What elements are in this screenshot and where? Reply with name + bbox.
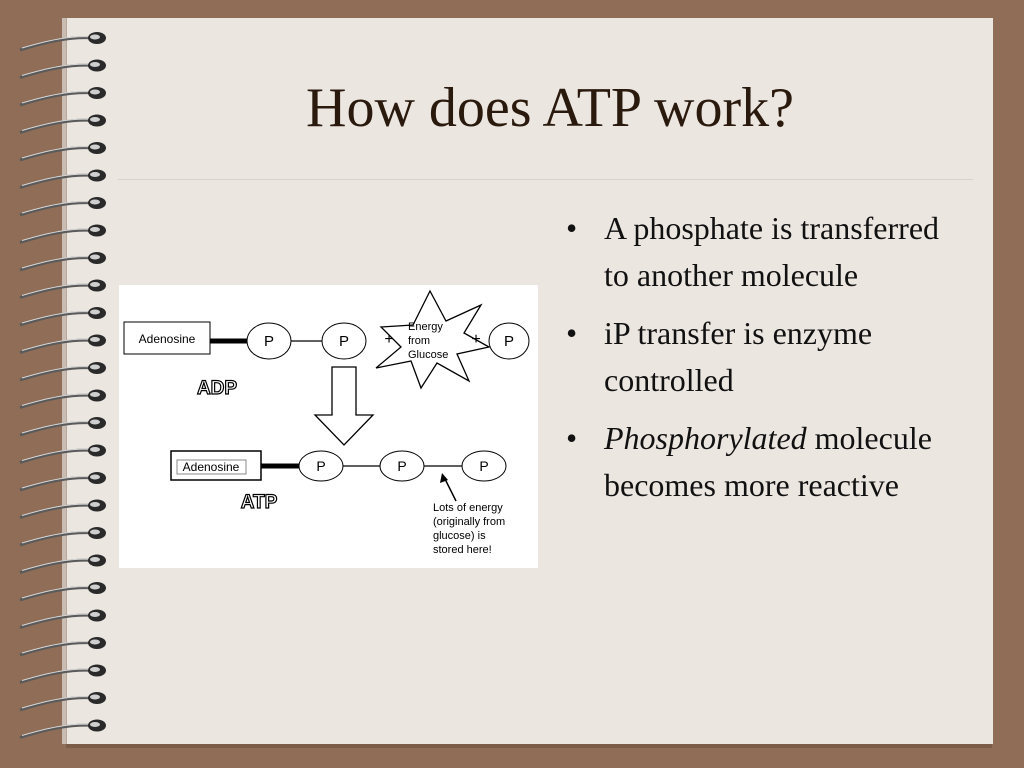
- energy-note-2: (originally from: [433, 516, 505, 528]
- adp-phosphate-2: [321, 322, 367, 360]
- page-edge: [62, 18, 67, 744]
- energy-note-3: glucose) is: [433, 530, 486, 542]
- spiral-ring: [19, 114, 106, 134]
- spiral-ring: [19, 197, 106, 217]
- atp-label: ATP: [241, 492, 278, 513]
- atp-phosphate-3: [461, 450, 507, 482]
- energy-text-2: from: [408, 335, 430, 347]
- adp-adenosine-box: [123, 321, 211, 355]
- atp-phosphate-2-label: P: [397, 458, 406, 474]
- bullet-dot: •: [566, 210, 578, 246]
- slide-title: How does ATP work?: [306, 77, 794, 139]
- reaction-arrow: [313, 366, 375, 446]
- energy-starburst: [375, 289, 491, 390]
- spiral-ring: [19, 362, 106, 382]
- bullet-text-3: molecule becomes more reactive: [604, 420, 932, 503]
- spiral-ring: [19, 582, 106, 602]
- atp-phosphate-3-label: P: [479, 458, 488, 474]
- spiral-ring: [19, 334, 106, 354]
- bullet-dot: •: [566, 420, 578, 456]
- spiral-ring: [19, 169, 106, 189]
- spiral-ring: [19, 32, 106, 52]
- spiral-ring: [19, 554, 106, 574]
- bullet-list: • A phosphate is transferred to another …: [560, 205, 960, 520]
- spiral-ring: [19, 142, 106, 162]
- bullet-emphasis-3: Phosphorylated: [604, 420, 807, 456]
- bullet-item-1: • A phosphate is transferred to another …: [560, 205, 960, 299]
- spiral-ring: [19, 444, 106, 464]
- atp-phosphate-1: [298, 450, 344, 482]
- bullet-text-1: A phosphate is transferred to another mo…: [604, 210, 940, 293]
- spiral-ring: [19, 499, 106, 519]
- title-divider: [118, 179, 973, 180]
- adp-adenosine-label: Adenosine: [139, 332, 196, 346]
- energy-text-3: Glucose: [408, 349, 448, 361]
- spiral-binding: [19, 32, 106, 739]
- spiral-ring: [19, 389, 106, 409]
- free-phosphate-label: P: [504, 333, 514, 350]
- spiral-ring: [19, 472, 106, 492]
- spiral-ring: [19, 609, 106, 629]
- plus-sign-1: +: [384, 331, 393, 348]
- spiral-ring: [19, 692, 106, 712]
- energy-note-4: stored here!: [433, 544, 492, 556]
- atp-diagram-svg: Adenosine P P + Energy from Glucose + P …: [123, 289, 530, 556]
- spiral-ring: [19, 252, 106, 272]
- atp-phosphate-1-label: P: [316, 458, 325, 474]
- adp-phosphate-1-label: P: [264, 333, 274, 350]
- spiral-ring: [19, 224, 106, 244]
- free-phosphate: [488, 322, 530, 360]
- spiral-ring: [19, 637, 106, 657]
- note-pointer-line: [443, 476, 457, 502]
- bullet-item-3: • Phosphorylated molecule becomes more r…: [560, 415, 960, 509]
- plus-sign-2: +: [471, 331, 480, 348]
- energy-text-1: Energy: [408, 321, 443, 333]
- spiral-ring: [19, 719, 106, 739]
- spiral-ring: [19, 59, 106, 79]
- atp-adenosine-label: Adenosine: [183, 460, 240, 474]
- spiral-ring: [19, 279, 106, 299]
- bullet-item-2: • iP transfer is enzyme controlled: [560, 310, 960, 404]
- adp-label: ADP: [197, 378, 237, 399]
- atp-adenosine-inner-box: [176, 459, 247, 475]
- spiral-ring: [19, 664, 106, 684]
- bullet-dot: •: [566, 315, 578, 351]
- atp-diagram: Adenosine P P + Energy from Glucose + P …: [119, 285, 538, 568]
- page-shadow: [66, 744, 992, 748]
- energy-note-1: Lots of energy: [433, 502, 503, 514]
- spiral-ring: [19, 527, 106, 547]
- atp-phosphate-2: [379, 450, 425, 482]
- spiral-ring: [19, 87, 106, 107]
- spiral-ring: [19, 417, 106, 437]
- note-pointer-head: [440, 473, 448, 483]
- bullet-text-2: iP transfer is enzyme controlled: [604, 315, 873, 398]
- spiral-ring: [19, 307, 106, 327]
- adp-phosphate-2-label: P: [339, 333, 349, 350]
- adp-phosphate-1: [246, 322, 292, 360]
